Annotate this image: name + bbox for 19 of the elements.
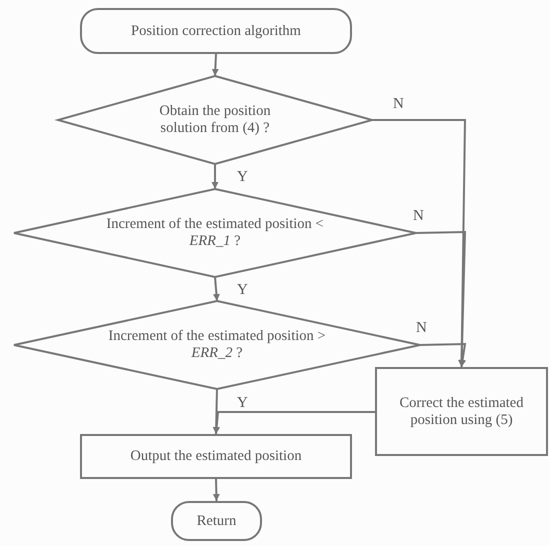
arrow: [420, 342, 466, 368]
terminal-box: [171, 501, 262, 541]
step-text: Correct the estimated position using (5): [398, 394, 524, 428]
terminal-box: [80, 8, 352, 54]
decision-text: Increment of the estimated position > ERR_2 ?: [107, 328, 327, 362]
decision-text: Increment of the estimated position < ERR_1 ?: [105, 216, 325, 250]
arrow: [212, 54, 219, 76]
arrow: [212, 276, 220, 302]
process-box: [375, 367, 548, 456]
step-text: Output the estimated position: [129, 448, 303, 465]
arrow: [213, 411, 375, 434]
arrow: [212, 388, 220, 434]
arrow: [212, 478, 220, 502]
decision-text: Obtain the position solution from (4) ?: [158, 103, 272, 137]
step-text: Return: [196, 512, 238, 530]
step-text: Position correction algorithm: [130, 22, 302, 40]
process-box: [80, 434, 352, 479]
arrow: [416, 230, 466, 368]
arrow: [212, 164, 218, 189]
